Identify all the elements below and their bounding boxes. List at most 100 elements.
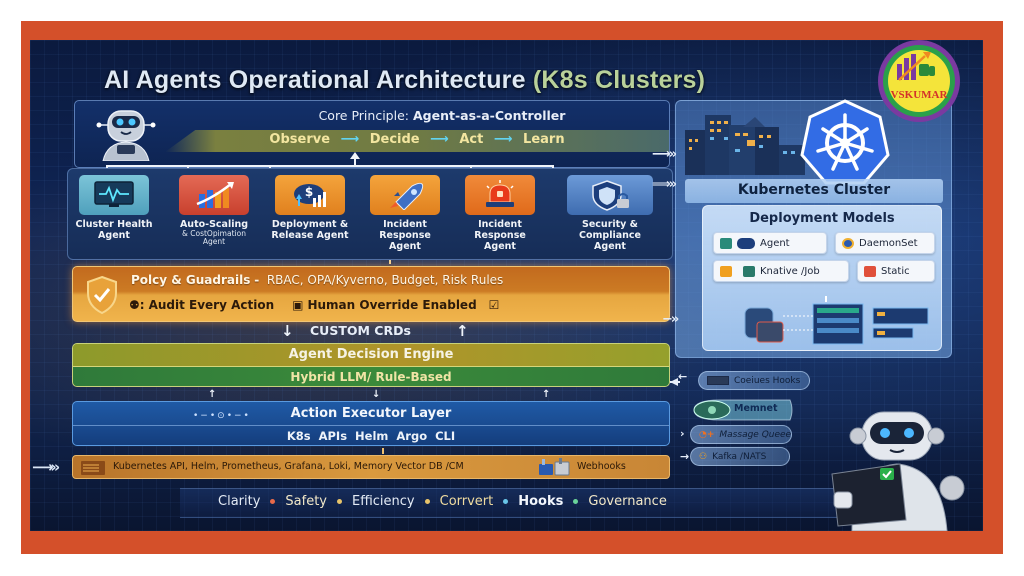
core-principle-box: Core Principle: Agent-as-a-Controller Ob… [74,100,670,168]
agent-incident-response-1[interactable]: Incident Response Agent [365,175,445,252]
kubernetes-logo-icon [800,99,890,185]
chip-label: Agent [760,237,790,249]
title-main: AI Agents Operational Architecture [104,66,526,94]
core-principle-prefix: Core Principle: [318,108,409,123]
database-agent-icon [720,237,732,249]
value-hooks: Hooks [518,494,564,509]
dollar-cloud-icon: $ [294,184,326,207]
kubernetes-cluster-title: Kubernetes Cluster [685,179,943,203]
diagram-title: AI Agents Operational Architecture (K8s … [104,66,705,95]
flow-step-observe: Observe [269,132,331,147]
message-queue-label: Massage Queee [719,429,792,440]
double-arrow-right-icon: ⟶» [32,458,60,476]
kafka-nats-chip[interactable]: ⚇ Kafka /NATS [690,447,790,466]
diagram-canvas: AI Agents Operational Architecture (K8s … [30,40,983,531]
policy-guardrails-box: Polcy & Guadrails - RBAC, OPA/Kyverno, B… [72,266,670,322]
engine-subtitle: Hybrid LLM/ Rule-Based [290,370,452,384]
policy-line: Polcy & Guadrails - RBAC, OPA/Kyverno, B… [131,273,503,287]
arrow-up-icon: ↑ [208,389,217,400]
capsule-icon [737,237,755,249]
executor-title: Action Executor Layer [290,406,452,421]
agent-name: Incident Response Agent [379,219,431,252]
message-queue-chip[interactable]: ◔+ Massage Queee [690,425,792,444]
arrow-down-icon: ↓ [372,389,381,400]
deployment-models-title: Deployment Models [749,211,895,226]
agent-auto-scaling[interactable]: Auto-Scaling & CostOpimation Agent [174,175,254,246]
agent-cluster-health[interactable]: Cluster Health Agent [74,175,154,241]
svg-text:$: $ [305,185,313,199]
agent-name: Auto-Scaling [179,219,249,230]
title-accent: (K8s Clusters) [532,66,706,94]
values-band [180,488,870,518]
core-principle-label: Core Principle: Agent-as-a-Controller [75,108,669,123]
executor-tools: K8s APIs Helm Argo CLI [286,429,456,443]
double-arrow-right-icon: ⟶» [652,147,677,162]
agent-subtitle: & CostOpimation Agent [182,229,246,246]
hooks-chip[interactable]: Coeiues Hooks [698,371,810,390]
integrations-list: Kubernetes API, Helm, Prometheus, Grafan… [113,461,464,472]
deployment-model-static[interactable]: Static [857,260,935,282]
deployment-model-daemonset[interactable]: DaemonSet [835,232,935,254]
infrastructure-illustration [744,296,929,345]
queue-icon: ◔+ [699,429,715,440]
arrow-right-icon: → [680,450,689,463]
audit-every-action: Audit Every Action [148,298,275,312]
agent-name: Security & Compliance Agent [579,219,641,252]
agents-row: Cluster Health Agent Auto-Scaling & Cost… [67,168,673,260]
webhooks-label: Webhooks [577,461,626,472]
agent-name: Deployment & Release Agent [271,219,349,241]
flow-step-act: Act [459,132,484,147]
vskumar-logo: VSKUMAR [878,40,960,122]
agent-tile [179,175,249,215]
agent-deployment-release[interactable]: $ Deployment & Release Agent [270,175,350,241]
executor-divider [73,425,669,426]
dot-separator [573,499,579,504]
daemonset-icon [842,237,854,249]
arrow-right-icon: ⟶ [340,132,360,147]
memnet-chip[interactable]: Memnet [690,398,794,422]
double-arrow-right-icon: ⟹» [652,177,677,192]
chip-label: Knative /Job [760,265,820,277]
rocket-icon [390,182,424,210]
agent-name: Incident Response Agent [474,219,526,252]
chip-label: Static [881,265,910,277]
value-efficiency: Efficiency [352,494,415,509]
kafka-nats-label: Kafka /NATS [712,451,767,462]
arrow-down-icon: ↓ [281,322,294,340]
network-plug-icon [539,458,570,476]
agent-incident-response-2[interactable]: Incident Response Agent [460,175,540,252]
value-clarity: Clarity [218,494,261,509]
shield-lock-icon [592,180,629,211]
agent-security-compliance[interactable]: Security & Compliance Agent [562,175,658,252]
shield-check-icon [87,275,117,315]
dot-separator [424,499,430,504]
agent-tile [79,175,149,215]
agent-tile [567,175,653,215]
chip-label: DaemonSet [859,237,918,249]
arrow-right-icon: ⟶ [493,132,513,147]
deployment-model-knative-job[interactable]: Knative /Job [713,260,849,282]
core-principle-value: Agent-as-a-Controller [412,108,566,123]
robot-icon [96,110,156,161]
action-executor-layer: •−•⊙•−• Action Executor Layer K8s APIs H… [72,401,670,446]
flow-step-decide: Decide [369,132,420,147]
server-rack-icon [81,461,105,475]
knative-icon [720,265,732,277]
double-arrow-right-icon: −» [662,312,679,327]
policy-title: Polcy & Guadrails [131,273,251,287]
policy-separator: - [254,273,260,287]
flow-band [165,130,669,152]
deployment-model-agent[interactable]: Agent [713,232,827,254]
hooks-icon [707,376,729,385]
logo-text: VSKUMAR [891,89,949,101]
deployment-models-panel: Deployment Models Agent DaemonSet Knativ… [702,205,942,351]
control-loop-flow: Observe ⟶ Decide ⟶ Act ⟶ Learn [165,132,669,147]
engine-title: Agent Decision Engine [288,347,454,362]
static-cube-icon [864,265,876,277]
integrations-bar: Kubernetes API, Helm, Prometheus, Grafan… [72,455,670,479]
memnet-label: Memnet [734,403,778,414]
custom-crds-label: CUSTOM CRDs [310,323,411,338]
agent-decision-engine: Agent Decision Engine Hybrid LLM/ Rule-B… [72,343,670,387]
memnet-icon [693,399,793,421]
agent-tile [370,175,440,215]
